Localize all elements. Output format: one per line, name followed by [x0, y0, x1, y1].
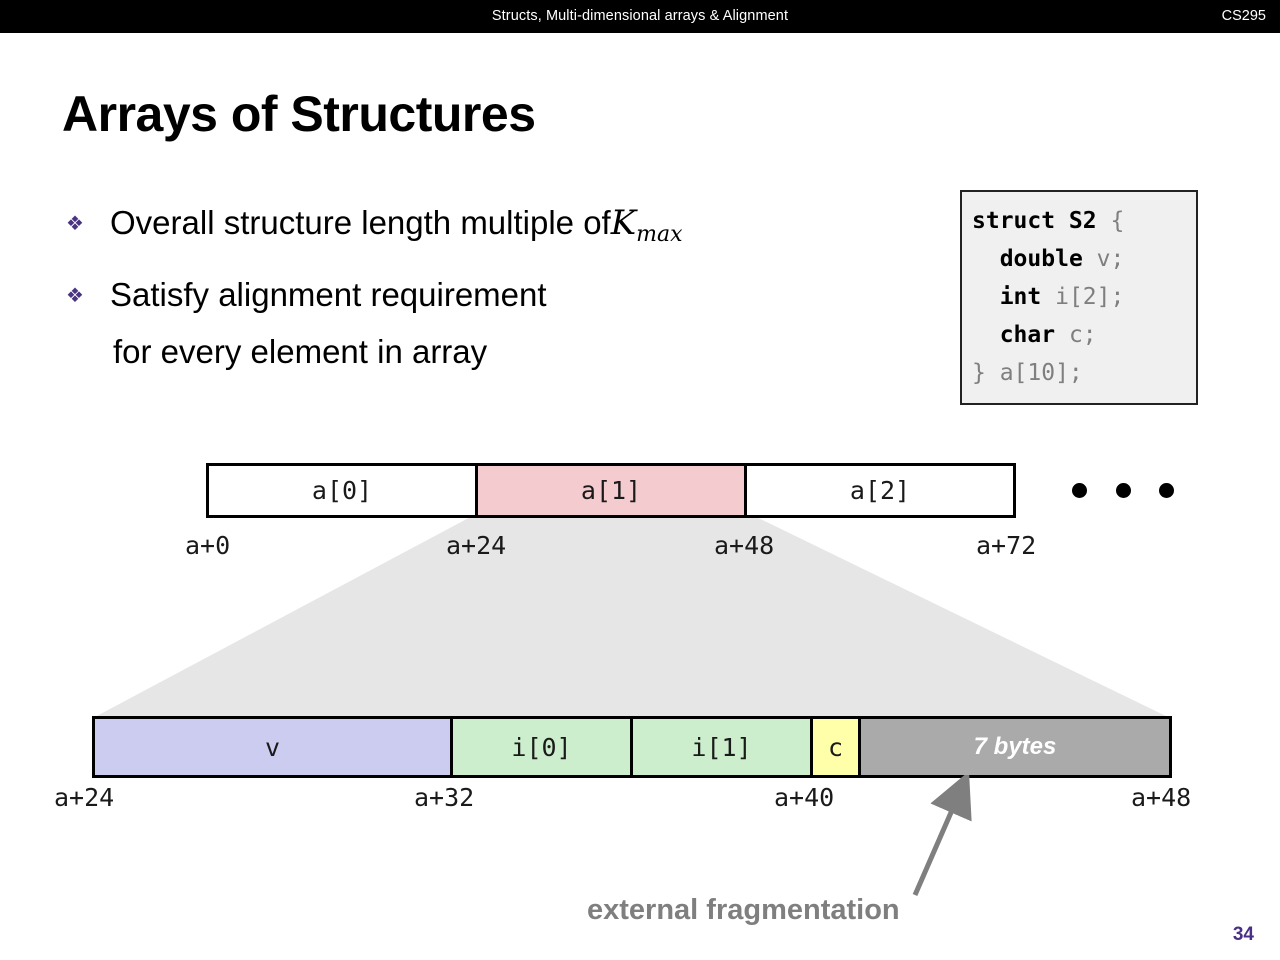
header-bar: Structs, Multi-dimensional arrays & Alig… [0, 0, 1280, 33]
struct-field-label: c [827, 732, 844, 762]
bullet-item-1-math-subscript: max [636, 222, 683, 247]
array-cell-label: a[1] [580, 476, 642, 505]
code-indent [972, 284, 1000, 310]
bullet-item-1: ❖ Overall structure length multiple of Km… [66, 203, 683, 247]
struct-field-cell-i1: i[1] [633, 719, 813, 775]
struct-field-label: v [264, 732, 281, 762]
struct-field-cell-c: c [813, 719, 861, 775]
struct-field-cell-i0: i[0] [453, 719, 633, 775]
struct-padding-cell: 7 bytes [861, 719, 1169, 775]
array-offset-label: a+48 [714, 531, 775, 560]
array-offset-label: a+72 [976, 531, 1037, 560]
code-keyword: struct S2 [972, 208, 1097, 234]
array-offset-label: a+24 [446, 531, 507, 560]
code-line-2: double v; [972, 240, 1196, 278]
code-line-1: struct S2 { [972, 202, 1196, 240]
code-indent [972, 322, 1000, 348]
code-rest: c; [1055, 322, 1097, 348]
bullet-item-1-math-variable: K [610, 203, 637, 243]
code-line-5: } a[10]; [972, 354, 1196, 392]
struct-offset-label: a+32 [414, 783, 475, 812]
code-snippet-box: struct S2 { double v; int i[2]; char c; … [960, 190, 1198, 405]
page-title: Arrays of Structures [62, 86, 536, 142]
page-number: 34 [1232, 924, 1254, 945]
struct-offset-label: a+48 [1131, 783, 1192, 812]
array-cell-label: a[0] [311, 476, 373, 505]
code-keyword: double [999, 246, 1083, 272]
array-of-structures-row: a[0] a[1] a[2] [206, 463, 1016, 518]
struct-offset-label: a+40 [774, 783, 835, 812]
struct-field-cell-v: v [95, 719, 453, 775]
code-keyword: int [999, 284, 1042, 310]
struct-padding-label: 7 bytes [973, 733, 1057, 760]
bullet-item-2-text-line1: Satisfy alignment requirement [110, 276, 547, 313]
bullet-diamond-icon: ❖ [66, 213, 84, 235]
code-rest: i[2]; [1041, 284, 1125, 310]
code-keyword: char [999, 322, 1056, 348]
code-rest: } a[10]; [972, 360, 1083, 386]
array-cell-highlighted: a[1] [475, 463, 747, 518]
header-course-code: CS295 [1221, 8, 1266, 24]
array-cell-label: a[2] [849, 476, 911, 505]
code-indent [972, 246, 1000, 272]
bullet-item-1-text: Overall structure length multiple of [110, 204, 611, 241]
ellipsis-dots-icon [1068, 481, 1178, 501]
array-cell: a[0] [206, 463, 478, 518]
external-fragmentation-label: external fragmentation [587, 894, 900, 926]
code-rest: { [1096, 208, 1125, 234]
code-line-4: char c; [972, 316, 1196, 354]
struct-field-label: i[1] [691, 732, 752, 762]
zoom-funnel-shape [93, 513, 1170, 718]
struct-offset-label: a+24 [54, 783, 115, 812]
bullet-item-2-text-line2: for every element in array [113, 333, 488, 370]
header-title: Structs, Multi-dimensional arrays & Alig… [491, 8, 789, 24]
bullet-diamond-icon: ❖ [66, 285, 84, 307]
array-cell: a[2] [744, 463, 1016, 518]
array-offset-label: a+0 [185, 531, 231, 560]
annotation-arrow-icon [912, 775, 972, 896]
struct-field-label: i[0] [511, 732, 572, 762]
code-line-3: int i[2]; [972, 278, 1196, 316]
code-rest: v; [1082, 246, 1125, 272]
struct-layout-row: v i[0] i[1] c 7 bytes [92, 716, 1172, 778]
bullet-item-2: ❖ Satisfy alignment requirement [66, 276, 547, 314]
